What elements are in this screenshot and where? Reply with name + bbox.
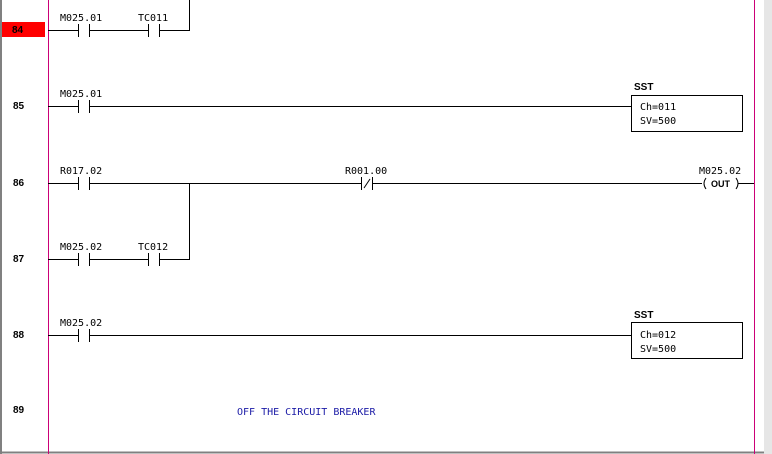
coil-label: OUT [711,179,731,189]
rung-89[interactable]: 89 OFF THE CIRCUIT BREAKER [13,405,376,418]
timer-setvalue: SV=500 [640,116,676,127]
timer-block[interactable] [631,95,743,132]
rung-number: 88 [13,330,25,341]
rung-87[interactable]: 87 M025.02 TC012 [13,242,190,266]
contact-label: M025.01 [60,13,102,24]
contact-label: R017.02 [60,166,102,177]
contact-label: M025.02 [60,242,102,253]
contact-label: M025.01 [60,89,102,100]
right-scrollbar-track[interactable] [764,0,772,454]
timer-block[interactable] [631,322,743,359]
rung-number: 85 [13,101,25,112]
nc-contact-label: R001.00 [345,166,387,177]
contact-label: TC012 [138,242,168,253]
timer-channel: Ch=012 [640,330,676,341]
timer-header: SST [634,310,653,321]
timer-setvalue: SV=500 [640,344,676,355]
rung-number: 87 [13,254,25,265]
timer-channel: Ch=011 [640,102,676,113]
rung-85[interactable]: 85 M025.01 SST Ch=011 SV=500 [13,82,743,132]
coil-address: M025.02 [699,166,741,177]
selected-rung-highlight [2,22,45,37]
rung-88[interactable]: 88 M025.02 SST Ch=012 SV=500 [13,310,743,359]
rung-number: 86 [13,178,25,189]
rung-number: 89 [13,405,25,416]
coil-right-paren [735,177,739,190]
contact-label: M025.02 [60,318,102,329]
contact-label: TC011 [138,13,168,24]
rung-84[interactable]: 84 M025.01 TC011 [2,0,190,37]
rung-number: 84 [12,25,24,36]
rung-86[interactable]: 86 R017.02 R001.00 M025.02 OUT [13,166,754,260]
coil-left-paren [703,177,707,190]
timer-header: SST [634,82,653,93]
rung-comment: OFF THE CIRCUIT BREAKER [237,407,376,418]
left-border [0,0,2,454]
